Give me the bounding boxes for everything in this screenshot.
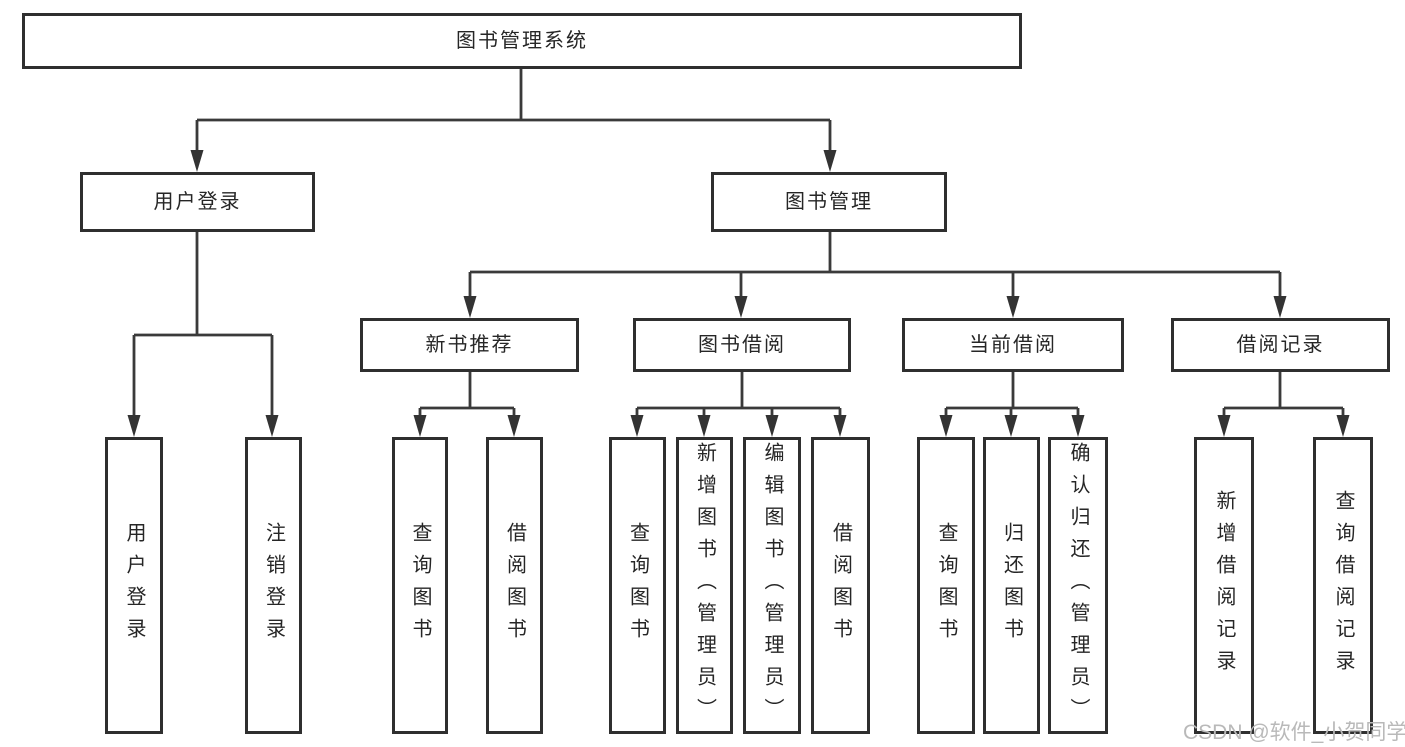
node-label: 新增图书（管理员） [693,441,716,730]
node-current-borrowing: 当前借阅 [902,318,1124,372]
node-book-management: 图书管理 [711,172,947,232]
arrow-down-icon [1004,415,1018,437]
node-label: 用户登录 [153,191,242,213]
arrow-down-icon [265,415,279,437]
node-label: 当前借阅 [969,334,1057,356]
node-user-login: 用户登录 [80,172,315,232]
node-book-borrowing: 图书借阅 [633,318,851,372]
arrow-down-icon [765,415,779,437]
arrow-down-icon [507,415,521,437]
arrow-down-icon [190,150,204,172]
leaf-edit-books-admin: 编辑图书（管理员） [743,437,801,734]
arrow-down-icon [463,296,477,318]
node-label: 编辑图书（管理员） [761,441,783,730]
node-library-management-system: 图书管理系统 [22,13,1022,69]
leaf-query-borrow-record: 查询借阅记录 [1313,437,1373,734]
node-label: 借阅记录 [1236,334,1325,356]
arrow-down-icon [734,296,748,318]
node-new-book-recommendation: 新书推荐 [360,318,579,372]
arrow-down-icon [1336,415,1350,437]
node-label: 查询图书 [626,521,649,650]
node-label: 用户登录 [123,521,145,650]
arrow-down-icon [697,415,711,437]
node-label: 借阅图书 [829,521,852,650]
connector-new-book-to-leaves [418,372,516,416]
arrow-down-icon [1217,415,1231,437]
arrow-down-icons [127,150,1350,437]
arrow-down-icon [1006,296,1020,318]
leaf-confirm-return-admin: 确认归还（管理员） [1048,437,1108,734]
node-label: 借阅图书 [503,521,526,650]
arrow-down-icon [1071,415,1085,437]
leaf-user-login: 用户登录 [105,437,163,734]
leaf-borrow-books-recommend: 借阅图书 [486,437,543,734]
leaf-query-books-recommend: 查询图书 [392,437,448,734]
node-label: 新增借阅记录 [1213,489,1235,682]
connector-user-login-to-leaves [132,232,274,416]
leaf-query-books-borrow: 查询图书 [609,437,666,734]
node-label: 查询图书 [409,521,431,650]
node-label: 查询借阅记录 [1332,489,1354,682]
arrow-down-icon [823,150,837,172]
node-label: 查询图书 [935,521,957,650]
connector-book-borrow-to-leaves [635,372,842,416]
arrow-down-icon [939,415,953,437]
arrow-down-icon [127,415,141,437]
leaf-logout: 注销登录 [245,437,302,734]
node-borrowing-records: 借阅记录 [1171,318,1390,372]
node-label: 归还图书 [1000,521,1023,650]
arrow-down-icon [1273,296,1287,318]
node-label: 注销登录 [262,521,285,650]
node-label: 图书管理 [785,191,873,213]
connector-root-to-level2 [195,69,832,151]
arrow-down-icon [630,415,644,437]
node-label: 确认归还（管理员） [1067,441,1089,730]
leaf-query-books-current: 查询图书 [917,437,975,734]
csdn-watermark: CSDN @软件_小贺同学 [1183,721,1405,744]
connector-borrow-records-to-leaves [1222,372,1345,416]
arrow-down-icon [413,415,427,437]
arrow-down-icon [833,415,847,437]
connector-book-mgmt-to-level3 [468,232,1282,297]
leaf-add-borrow-record: 新增借阅记录 [1194,437,1254,734]
node-label: 新书推荐 [425,334,514,356]
leaf-add-books-admin: 新增图书（管理员） [676,437,733,734]
leaf-return-books: 归还图书 [983,437,1040,734]
node-label: 图书管理系统 [456,30,588,52]
leaf-borrow-books: 借阅图书 [811,437,870,734]
connector-current-borrow-to-leaves [944,372,1080,416]
node-label: 图书借阅 [698,334,786,356]
